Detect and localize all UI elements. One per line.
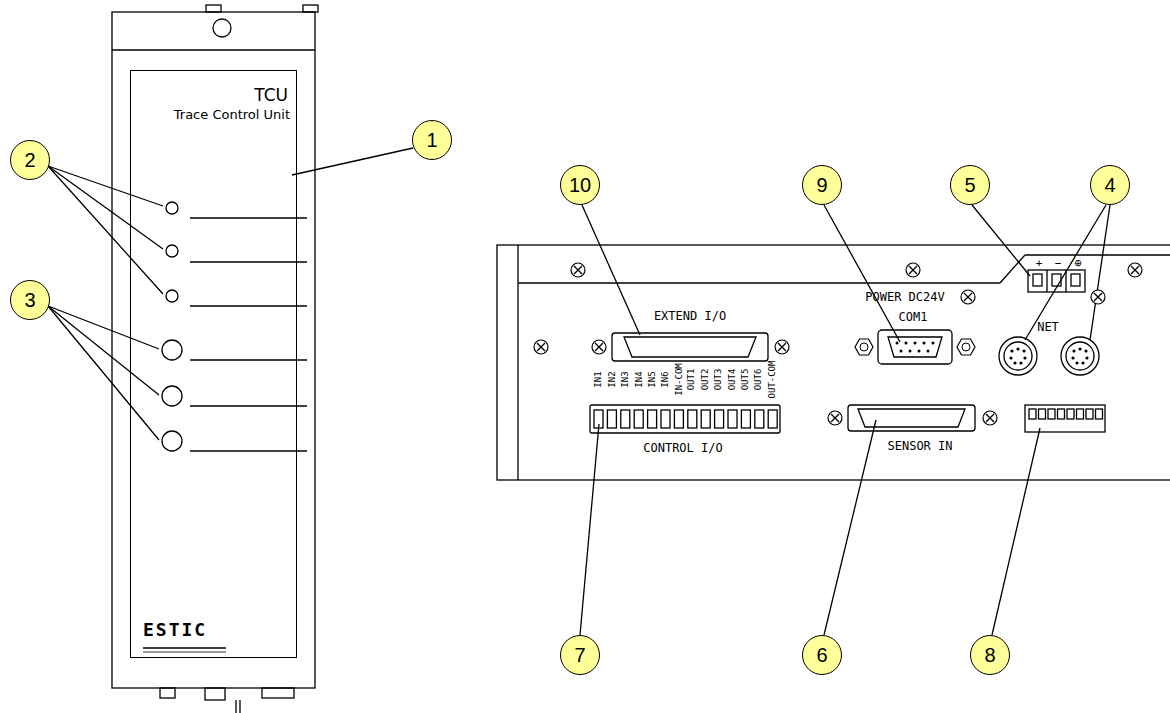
callout-text: 4 [1104, 175, 1115, 195]
pin-name: IN2 [607, 371, 616, 387]
callout-number: 5 [950, 165, 990, 205]
callout-number: 2 [10, 140, 50, 180]
connector-label: EXTEND I/O [654, 310, 726, 322]
pin-name: OUT2 [701, 368, 710, 390]
pin-name: IN5 [648, 371, 657, 387]
callout-text: 3 [24, 290, 35, 310]
brand-logo: ESTIC [143, 619, 207, 640]
product-name: Trace Control Unit [174, 107, 290, 122]
connector-label: CONTROL I/O [643, 442, 722, 454]
callout-text: 10 [569, 175, 591, 195]
callout-text: 2 [24, 150, 35, 170]
pin-name: IN4 [634, 371, 643, 387]
pin-name: IN6 [661, 371, 670, 387]
callout-number: 9 [802, 165, 842, 205]
callout-number: 1 [412, 120, 452, 160]
callout-number: 7 [560, 635, 600, 675]
connector-label: SENSOR IN [887, 440, 952, 452]
callout-text: 7 [574, 645, 585, 665]
pin-name: OUT-COM [768, 360, 777, 398]
terminal-sign: + [1036, 258, 1043, 269]
callout-number: 6 [802, 635, 842, 675]
pin-name: OUT6 [755, 368, 764, 390]
pin-name: IN-COM [674, 363, 683, 396]
callout-number: 8 [970, 635, 1010, 675]
pin-name: OUT3 [715, 368, 724, 390]
connector-label: COM1 [899, 311, 928, 323]
pin-name: IN3 [621, 371, 630, 387]
terminal-sign: ⊕ [1074, 257, 1081, 269]
callout-text: 6 [816, 645, 827, 665]
pin-name: OUT4 [728, 368, 737, 390]
callout-text: 5 [964, 175, 975, 195]
callout-number: 3 [10, 280, 50, 320]
connector-label: POWER DC24V [865, 291, 944, 303]
pin-name: OUT5 [741, 368, 750, 390]
terminal-sign: − [1055, 258, 1062, 269]
front-panel: TCU Trace Control UnitESTIC [130, 70, 297, 658]
pin-name: IN1 [594, 371, 603, 387]
connector-label: NET [1037, 321, 1059, 333]
pin-name: OUT1 [688, 368, 697, 390]
callout-number: 10 [560, 165, 600, 205]
callout-text: 1 [426, 130, 437, 150]
callout-number: 4 [1090, 165, 1130, 205]
product-code: TCU [254, 85, 288, 105]
callout-text: 8 [984, 645, 995, 665]
callout-text: 9 [816, 175, 827, 195]
